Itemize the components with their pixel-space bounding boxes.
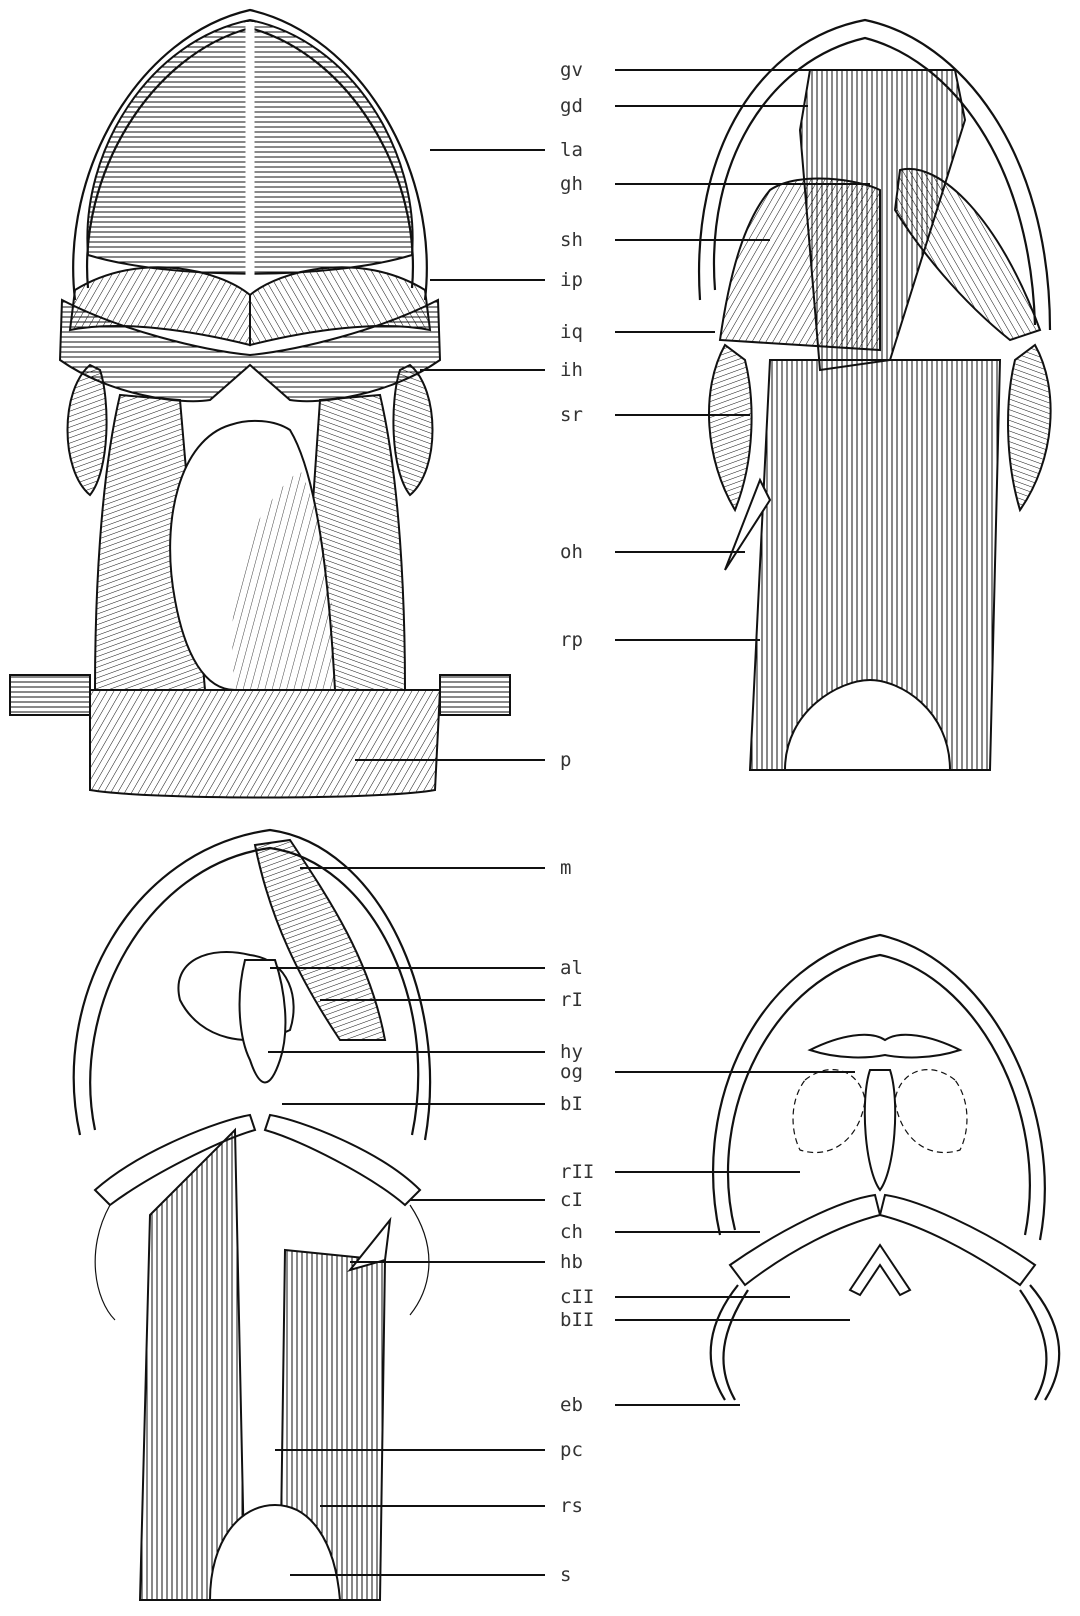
- label-bII: bII: [560, 1309, 594, 1331]
- label-oh: oh: [560, 541, 583, 563]
- lobe-right: [393, 365, 432, 495]
- label-bI: bI: [560, 1093, 583, 1115]
- bone-hy: [240, 960, 286, 1083]
- label-gh: gh: [560, 173, 583, 195]
- label-pc: pc: [560, 1439, 583, 1461]
- bone-rII-left: [793, 1070, 865, 1153]
- bone-rII-right: [895, 1070, 967, 1153]
- muscle-p: [90, 690, 440, 798]
- muscle-sh: [720, 178, 880, 350]
- panel-ventral-muscles: [699, 20, 1051, 770]
- label-iq: iq: [560, 321, 583, 343]
- label-la: la: [560, 139, 583, 161]
- arc-lower-left: [95, 1205, 115, 1320]
- label-hb: hb: [560, 1251, 583, 1273]
- label-rII: rII: [560, 1161, 594, 1183]
- label-ch: ch: [560, 1221, 583, 1243]
- stub-right: [440, 675, 510, 715]
- bone-central: [865, 1070, 895, 1190]
- label-ih: ih: [560, 359, 583, 381]
- label-rp: rp: [560, 629, 583, 651]
- label-sr: sr: [560, 404, 583, 426]
- arc-lower-right: [410, 1205, 429, 1315]
- bone-cII-left: [730, 1195, 880, 1285]
- bone-cII-right: [880, 1195, 1035, 1285]
- muscle-sr-left: [709, 345, 752, 510]
- label-hy: hy: [560, 1041, 583, 1063]
- panel-skeleton: [711, 935, 1059, 1400]
- label-ip: ip: [560, 269, 583, 291]
- label-s: s: [560, 1564, 571, 1586]
- bone-bII: [850, 1245, 910, 1295]
- label-cI: cI: [560, 1189, 583, 1211]
- label-gv: gv: [560, 59, 583, 81]
- label-m: m: [560, 857, 571, 879]
- label-gd: gd: [560, 95, 583, 117]
- label-p: p: [560, 749, 571, 771]
- bone-og: [810, 1035, 960, 1058]
- bone-eb-left: [711, 1285, 748, 1400]
- muscle-sr-right: [1008, 345, 1051, 510]
- label-al: al: [560, 957, 583, 979]
- label-eb: eb: [560, 1394, 583, 1416]
- label-rI: rI: [560, 989, 583, 1011]
- label-og: og: [560, 1061, 583, 1083]
- stub-left: [10, 675, 90, 715]
- label-rs: rs: [560, 1495, 583, 1517]
- panel-deep-muscles: [74, 830, 430, 1600]
- bone-cI-right: [265, 1115, 420, 1205]
- panel-dorsal-muscles: [10, 10, 510, 798]
- label-sh: sh: [560, 229, 583, 251]
- label-cII: cII: [560, 1286, 594, 1308]
- lobe-left: [68, 365, 107, 495]
- bone-eb-right: [1020, 1285, 1059, 1400]
